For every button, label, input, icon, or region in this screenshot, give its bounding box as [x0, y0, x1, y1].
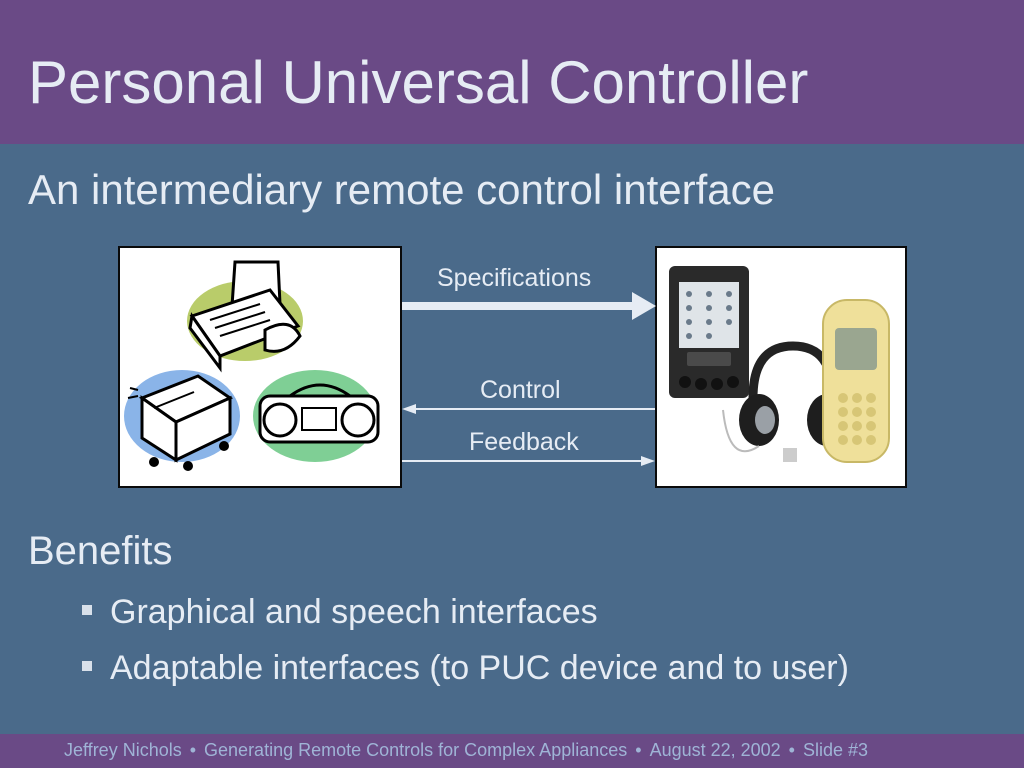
mobile-phone-icon	[822, 299, 890, 463]
specifications-label: Specifications	[437, 264, 592, 292]
bullet-marker	[82, 661, 92, 672]
appliances-clipart	[124, 260, 380, 471]
feedback-label: Feedback	[469, 428, 579, 456]
footer-separator: •	[635, 740, 642, 760]
devices-photo	[669, 266, 890, 463]
benefits-heading: Benefits	[28, 529, 173, 573]
footer-date: August 22, 2002	[649, 740, 781, 760]
footer-bar	[0, 734, 1024, 768]
slide-subtitle: An intermediary remote control interface	[28, 166, 775, 213]
fax-machine-icon	[187, 260, 303, 373]
footer-talk-title: Generating Remote Controls for Complex A…	[204, 740, 628, 760]
benefit-item: Adaptable interfaces (to PUC device and …	[82, 648, 849, 688]
benefit-item: Graphical and speech interfaces	[82, 592, 598, 632]
devices-panel	[655, 246, 907, 488]
footer-separator: •	[788, 740, 795, 760]
specifications-arrow	[402, 292, 656, 320]
footer: Jeffrey Nichols • Generating Remote Contro…	[64, 740, 868, 761]
benefit-text: Adaptable interfaces (to PUC device and …	[110, 649, 849, 687]
bullet-marker	[82, 605, 92, 616]
feedback-arrow	[402, 456, 655, 466]
footer-author: Jeffrey Nichols	[64, 740, 182, 760]
footer-slide-number: Slide #3	[802, 740, 869, 760]
printer-icon	[124, 370, 240, 471]
title-bar: Personal Universal Controller	[0, 0, 1024, 144]
pda-icon	[669, 266, 749, 398]
control-label: Control	[480, 376, 561, 404]
slide-title: Personal Universal Controller	[28, 49, 809, 116]
boombox-icon	[253, 370, 380, 462]
control-arrow	[402, 404, 655, 414]
benefit-text: Graphical and speech interfaces	[110, 593, 598, 631]
footer-separator: •	[189, 740, 197, 760]
appliances-panel	[118, 246, 402, 488]
